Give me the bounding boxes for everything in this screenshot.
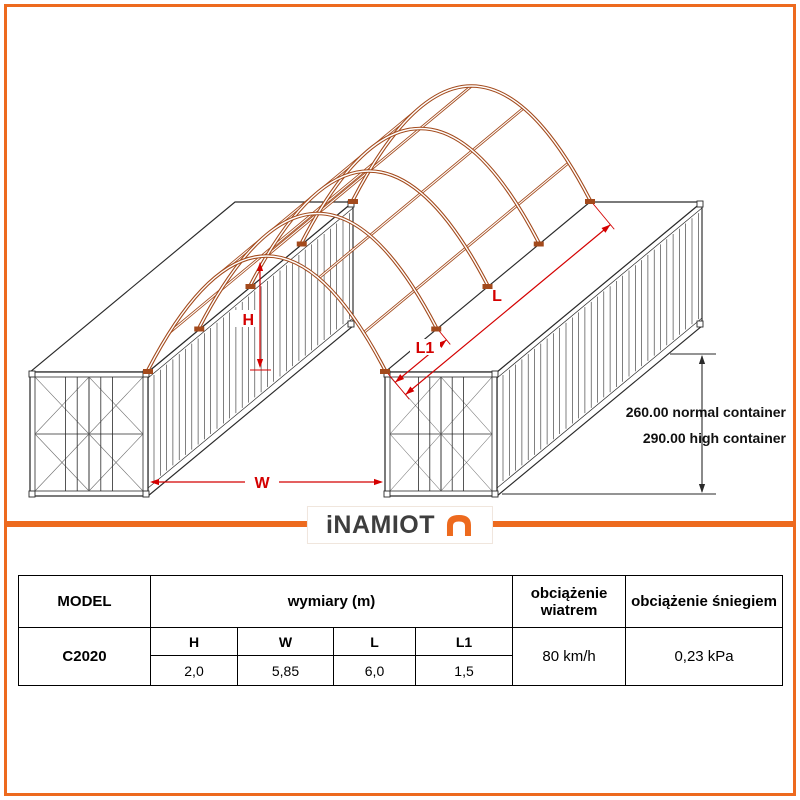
col-header-dimensions: wymiary (m) [149, 575, 514, 628]
subheader-l1: L1 [414, 627, 514, 656]
model-value-cell: C2020 [18, 627, 151, 686]
h-value-cell: 2,0 [150, 655, 238, 686]
col-header-snow-load: obciążenie śniegiem [625, 575, 784, 628]
col-header-model: MODEL [18, 575, 151, 628]
l-value-cell: 6,0 [333, 655, 416, 686]
dim-label-l1: L1 [416, 340, 435, 357]
l1-value-cell: 1,5 [414, 655, 514, 686]
dimension-annotations [150, 203, 716, 495]
tent-arch-icon [447, 515, 472, 536]
spec-table: MODEL wymiary (m) obciążenie wiatrem obc… [18, 575, 784, 686]
wind-value-cell: 80 km/h [512, 627, 627, 686]
canopy-frame [143, 84, 595, 374]
dim-label-w: W [254, 475, 270, 492]
subheader-w: W [237, 627, 334, 656]
dim-label-l: L [492, 288, 502, 305]
spec-table-wrap: MODEL wymiary (m) obciążenie wiatrem obc… [18, 575, 784, 686]
technical-drawing: H W L L1 260.00 normal container 290.00 … [28, 84, 787, 498]
brand-band: iNAMIOT [7, 506, 793, 544]
w-value-cell: 5,85 [237, 655, 334, 686]
note-high-container: 290.00 high container [643, 430, 787, 446]
col-header-wind-load: obciążenie wiatrem [512, 575, 627, 628]
subheader-l: L [333, 627, 416, 656]
note-normal-container: 260.00 normal container [626, 404, 787, 420]
snow-value-cell: 0,23 kPa [625, 627, 784, 686]
right-container [383, 200, 704, 498]
brand-logo: iNAMIOT [306, 506, 494, 544]
subheader-h: H [150, 627, 238, 656]
brand-logo-text: iNAMIOT [325, 511, 436, 539]
dim-label-h: H [242, 312, 254, 329]
